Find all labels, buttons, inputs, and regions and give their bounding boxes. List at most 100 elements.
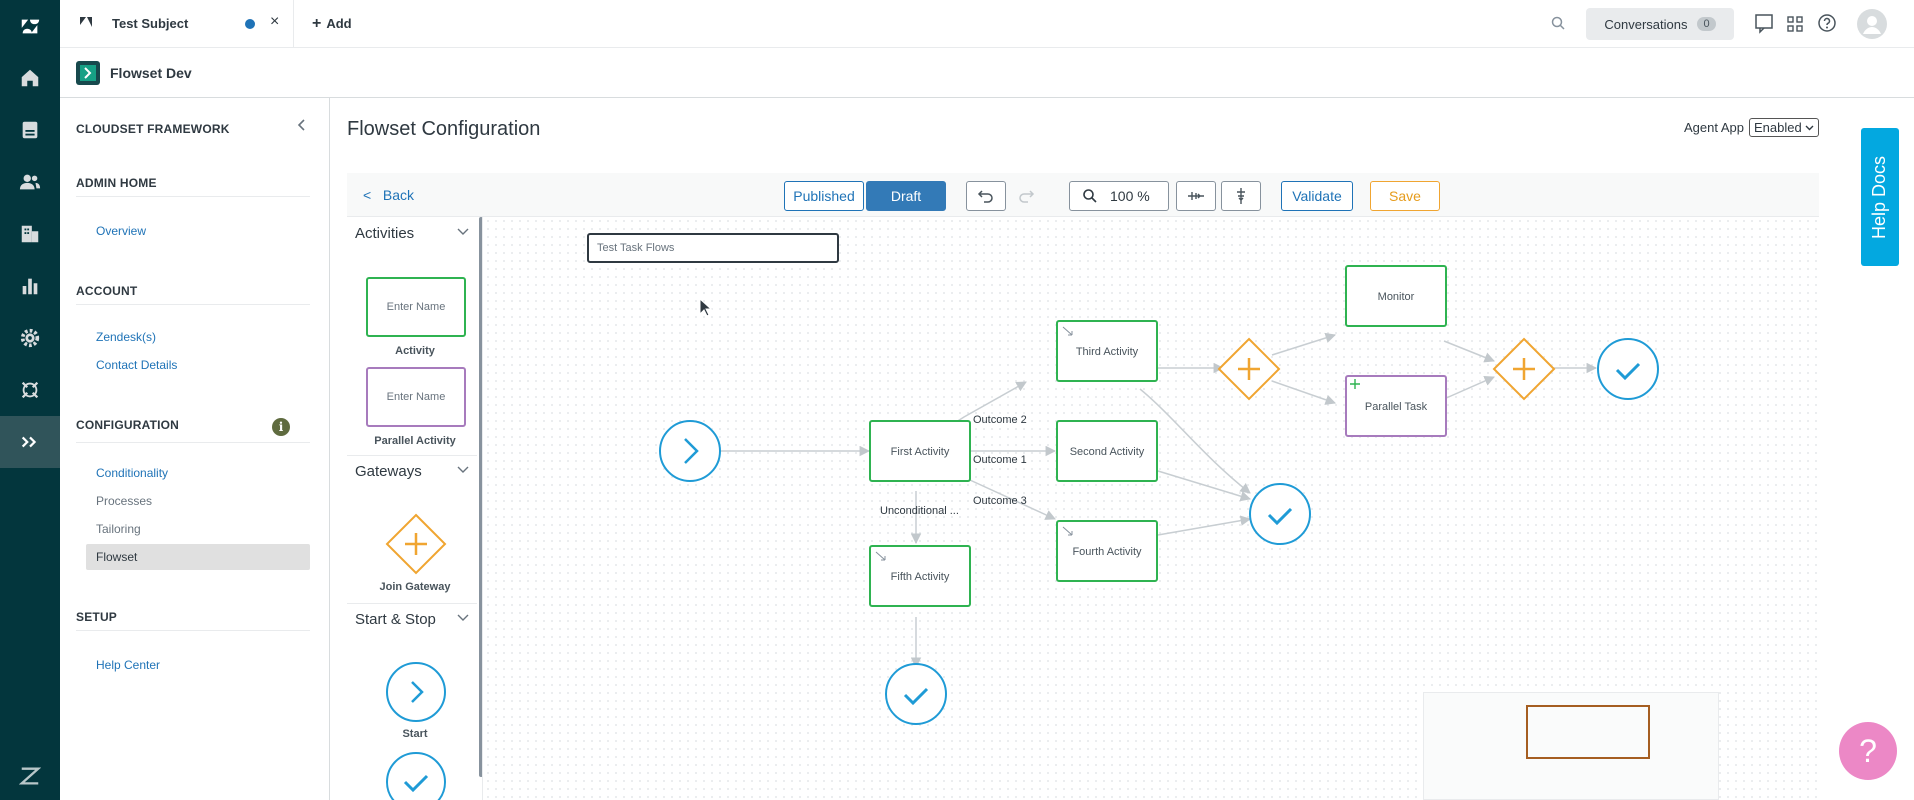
divider	[76, 304, 310, 305]
activity-fourth-label: Fourth Activity	[1072, 546, 1142, 558]
sidebar-item-conditionality[interactable]: Conditionality	[96, 466, 169, 480]
join-gateway-icon	[385, 513, 447, 575]
validate-button[interactable]: Validate	[1281, 181, 1353, 211]
apps-icon[interactable]	[0, 364, 60, 416]
horizontal-layout-button[interactable]	[1176, 181, 1216, 211]
activity-fifth[interactable]: Fifth Activity	[869, 545, 971, 607]
edge-gateway-monitor[interactable]	[1271, 332, 1337, 356]
palette-activity[interactable]: Enter Name	[366, 277, 466, 337]
undo-icon	[977, 190, 993, 203]
divider	[76, 630, 310, 631]
edge-outcome3[interactable]	[958, 474, 1056, 520]
save-button[interactable]: Save	[1370, 181, 1440, 211]
draft-button[interactable]: Draft	[866, 181, 946, 211]
activity-first-label: First Activity	[891, 446, 950, 458]
sidebar-item-flowset[interactable]: Flowset	[96, 550, 138, 564]
help-docs-label: Help Docs	[1869, 155, 1890, 239]
admin-icon[interactable]	[0, 312, 60, 364]
published-button[interactable]: Published	[784, 181, 864, 211]
task-flow-name-input[interactable]: Test Task Flows	[587, 233, 839, 263]
parallel-task[interactable]: Parallel Task	[1345, 375, 1447, 437]
parallel-task-label: Parallel Task	[1365, 401, 1428, 413]
sidebar-item-tailoring[interactable]: Tailoring	[96, 522, 141, 536]
home-icon[interactable]	[0, 52, 60, 104]
activity-second-label: Second Activity	[1070, 446, 1145, 458]
flowset-app-icon[interactable]	[0, 416, 60, 468]
join-gateway[interactable]	[1492, 337, 1556, 401]
horizontal-layout-icon	[1188, 192, 1204, 200]
palette-scrollbar[interactable]	[479, 217, 482, 777]
chat-icon[interactable]	[1753, 12, 1775, 39]
minimap-viewport[interactable]	[1526, 705, 1650, 759]
chevron-down-icon[interactable]	[457, 225, 469, 239]
redo-icon[interactable]	[1017, 189, 1035, 208]
sidebar-title: CLOUDSET FRAMEWORK	[76, 122, 230, 136]
views-icon[interactable]	[0, 104, 60, 156]
chevron-down-icon[interactable]	[457, 611, 469, 625]
avatar[interactable]	[1857, 9, 1887, 44]
divider	[76, 196, 310, 197]
close-tab-icon[interactable]: ×	[270, 13, 280, 30]
activity-first[interactable]: First Activity	[869, 420, 971, 482]
sidebar-item-help-center[interactable]: Help Center	[96, 658, 161, 672]
sidebar-item-processes[interactable]: Processes	[96, 494, 153, 508]
stop-node-final[interactable]	[1597, 338, 1659, 400]
edge-monitor-join[interactable]	[1443, 340, 1495, 363]
add-tab-button[interactable]: +Add	[312, 15, 352, 33]
palette-activity-label: Activity	[395, 345, 435, 357]
activity-second[interactable]: Second Activity	[1056, 420, 1158, 482]
agent-app-control: Agent App Enabled	[1684, 118, 1819, 137]
undo-button[interactable]	[966, 181, 1006, 211]
customers-icon[interactable]	[0, 156, 60, 208]
conversations-count: 0	[1697, 17, 1716, 31]
edge-second-stop[interactable]	[1157, 470, 1252, 502]
stop-node-bottom[interactable]	[885, 663, 947, 725]
edge-parallel-join[interactable]	[1443, 376, 1495, 400]
conversations-button[interactable]: Conversations 0	[1586, 8, 1734, 40]
help-docs-tab[interactable]: Help Docs	[1861, 128, 1899, 266]
split-gateway[interactable]	[1217, 337, 1281, 401]
zendesk-logo-icon[interactable]	[0, 0, 60, 52]
start-node[interactable]	[659, 420, 721, 482]
info-icon[interactable]: i	[272, 418, 290, 436]
flow-toolbar: < Back Published Draft 100 % Validate Sa…	[347, 173, 1819, 217]
zoom-control[interactable]: 100 %	[1069, 181, 1169, 211]
search-icon[interactable]	[1550, 15, 1566, 36]
palette-parallel-activity[interactable]: Enter Name	[366, 367, 466, 427]
sidebar-item-overview[interactable]: Overview	[96, 224, 147, 238]
flow-diagram: Outcome 2 Outcome 1 Outcome 3 Unconditio…	[659, 265, 1659, 725]
reporting-icon[interactable]	[0, 260, 60, 312]
section-setup: SETUP	[76, 610, 118, 624]
edge-fourth-stop[interactable]	[1157, 515, 1252, 536]
palette-start[interactable]	[385, 661, 447, 728]
palette-join-gateway-label: Join Gateway	[379, 581, 451, 593]
edge-label-outcome1: Outcome 1	[973, 454, 1027, 466]
chevron-down-icon[interactable]	[457, 463, 469, 477]
help-icon[interactable]	[1817, 13, 1837, 38]
organizations-icon[interactable]	[0, 208, 60, 260]
ticket-tab[interactable]: Test Subject ×	[60, 0, 294, 47]
sidebar-item-zendesks[interactable]: Zendesk(s)	[96, 330, 157, 344]
vertical-layout-button[interactable]	[1221, 181, 1261, 211]
agent-app-select[interactable]: Enabled	[1749, 118, 1819, 137]
sidebar-item-contact-details[interactable]: Contact Details	[96, 358, 178, 372]
palette-join-gateway[interactable]	[385, 513, 447, 580]
edge-gateway-parallel[interactable]	[1271, 380, 1336, 405]
palette-stop[interactable]	[385, 751, 447, 800]
help-fab-button[interactable]: ?	[1839, 722, 1897, 780]
activity-fourth[interactable]: Fourth Activity	[1056, 520, 1158, 582]
edge-third-stop[interactable]	[1139, 388, 1251, 494]
canvas-minimap[interactable]	[1423, 692, 1719, 800]
ticket-icon	[78, 15, 94, 36]
collapse-sidebar-icon[interactable]	[296, 118, 306, 135]
palette-start-label: Start	[402, 728, 428, 740]
palette-parallel-activity-label: Parallel Activity	[374, 435, 456, 447]
product-tray-icon[interactable]	[1786, 15, 1804, 38]
back-link[interactable]: < Back	[363, 187, 414, 203]
activity-monitor[interactable]: Monitor	[1345, 265, 1447, 327]
stop-node-middle[interactable]	[1249, 483, 1311, 545]
question-icon: ?	[1859, 732, 1877, 769]
activity-third[interactable]: Third Activity	[1056, 320, 1158, 382]
nav-rail	[0, 0, 60, 800]
zoom-icon	[1083, 189, 1097, 203]
